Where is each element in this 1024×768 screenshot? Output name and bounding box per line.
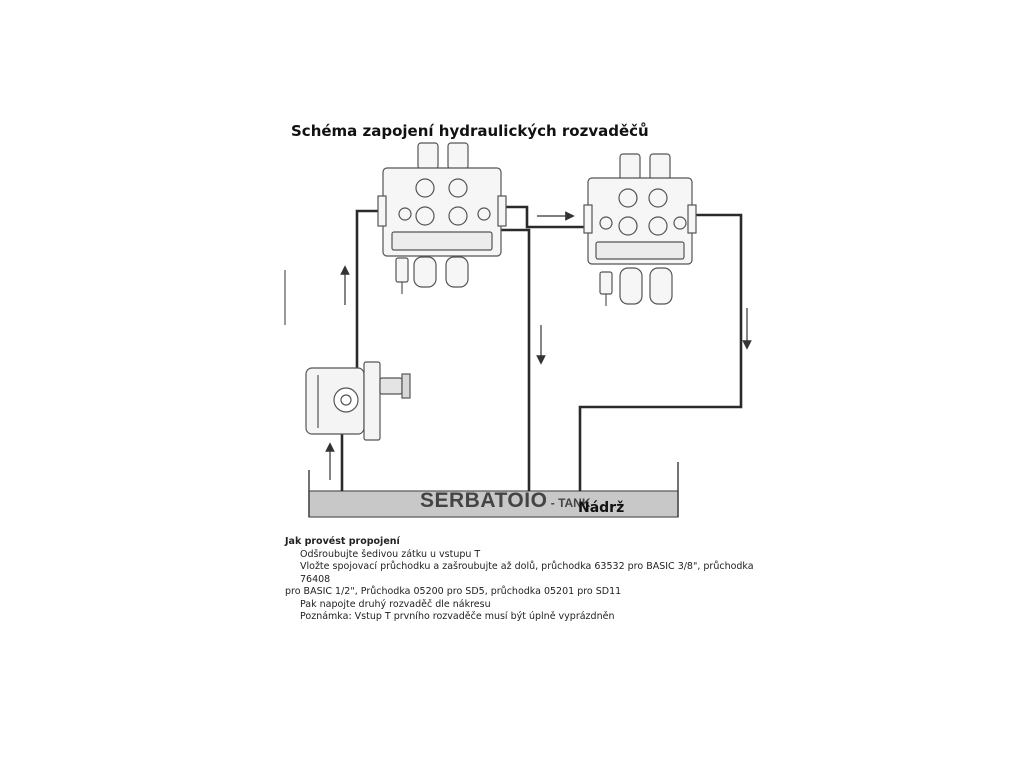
valve-2-port-f [673,216,687,230]
instruction-line-4: Poznámka: Vstup T prvního rozvaděče musí… [300,611,615,622]
pipe-valve1-return [500,228,531,491]
valve-2-fitting [599,271,613,295]
valve-1-port-d [448,206,468,226]
valve-1-side-left [377,195,387,227]
valve-1-lever-right [447,142,469,170]
instruction-line-2a: Vložte spojovací průchodku a zašroubujte… [300,561,754,585]
valve-1-port-b [448,178,468,198]
valve-2-lever-left [619,153,641,181]
valve-2-side-left [583,204,593,234]
valve-1-port-e [398,207,412,221]
valve-1-spool-left [413,256,437,288]
pipe-valve2-return [578,213,743,491]
valve-1-plate [391,231,493,251]
pump-shaft [379,377,403,395]
valve-2-port-c [618,216,638,236]
pump-flange [363,361,381,441]
valve-1-side-right [497,195,507,227]
valve-2-spool-right [649,267,673,305]
instructions: Jak provést propojení Odšroubujte šedivo… [285,536,755,624]
valve-2 [583,153,697,306]
valve-2-lever-right [649,153,671,181]
valve-2-spool-left [619,267,643,305]
pump-port-inner [340,394,352,406]
valve-1-fitting [395,257,409,283]
instruction-line-2b: pro BASIC 1/2", Průchodka 05200 pro SD5,… [285,586,622,597]
tank [308,462,679,518]
tank-label-cz: Nádrž [578,500,625,516]
valve-2-plate [595,241,685,260]
tank-label: SERBATOIO - TANK [420,489,591,513]
instructions-heading: Jak provést propojení [285,536,400,547]
tank-label-suffix: - TANK [547,496,591,510]
flow-arrows [325,211,752,480]
valve-1-lever-left [417,142,439,170]
instruction-line-3: Pak napojte druhý rozvaděč dle nákresu [300,598,491,610]
valve-2-port-b [648,188,668,208]
valve-1-port-f [477,207,491,221]
page-title: Schéma zapojení hydraulických rozvaděčů [291,122,649,140]
instruction-line-1: Odšroubujte šedivou zátku u vstupu T [300,548,481,560]
tank-label-main: SERBATOIO [420,489,548,512]
valve-2-port-e [599,216,613,230]
pump-shaft-nut [401,373,411,399]
pipe-valve1-to-valve2 [498,205,590,229]
valve-2-port-a [618,188,638,208]
valve-1-port-a [415,178,435,198]
valve-1-spool-right [445,256,469,288]
valve-1-port-c [415,206,435,226]
valve-2-side-right [687,204,697,234]
valve-2-port-d [648,216,668,236]
pump [305,361,411,441]
valve-1 [377,142,507,294]
